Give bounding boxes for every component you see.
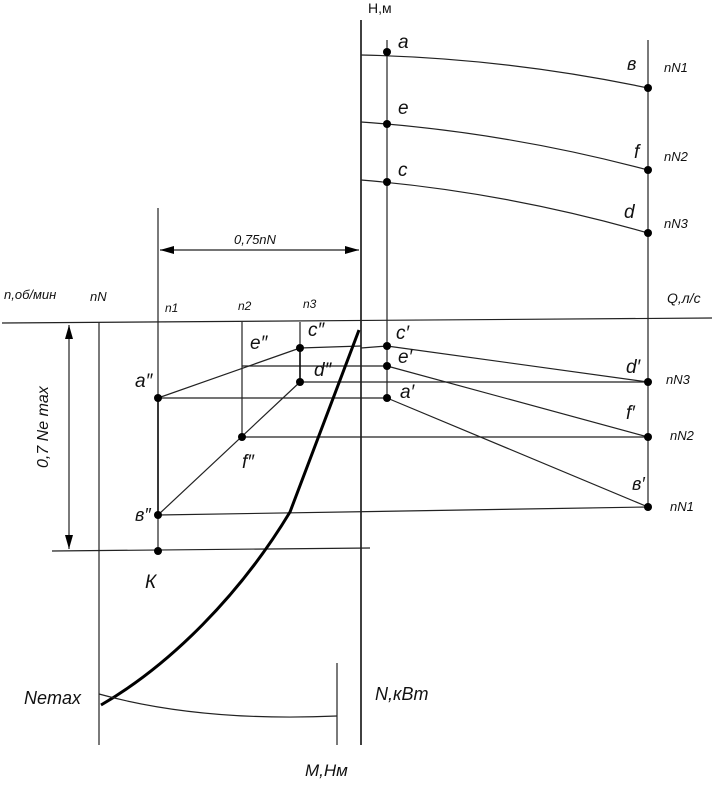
label-nN3-bottom: nN3: [666, 372, 691, 387]
line-c-prime-nN3: [386, 345, 649, 383]
label-point-d: d: [624, 202, 636, 223]
point-d-dbl-dot: [296, 378, 304, 386]
label-nN1-bottom: nN1: [670, 499, 694, 514]
point-a-dbl-dot: [154, 394, 162, 402]
line-e-prime-nN2: [386, 365, 649, 438]
label-nN2-top: nN2: [664, 149, 689, 164]
label-point-a-dbl: a″: [135, 371, 154, 392]
speed-mark-n2: n2: [238, 299, 252, 313]
point-d-dot: [644, 229, 652, 237]
dimension-power-fraction-label: 0,7 Ne max: [35, 385, 52, 468]
point-c-dot: [383, 178, 391, 186]
power-curve: [100, 329, 361, 707]
label-point-K: К: [145, 572, 158, 593]
arrowhead-right: [345, 246, 359, 254]
label-point-b-dbl: в″: [135, 505, 151, 525]
label-point-b-prime: в′: [632, 474, 645, 494]
head-curve-nN3: [360, 179, 649, 234]
line-a-prime-nN1: [386, 397, 649, 508]
arrowhead-up: [65, 325, 73, 339]
label-point-d-prime: d′: [626, 357, 642, 378]
point-b-dbl-dot: [154, 511, 162, 519]
axis-power-label: N,кВт: [375, 684, 429, 704]
label-point-c-prime: c′: [396, 323, 411, 344]
line-b-dbl-d-dbl: [157, 381, 301, 516]
torque-curve: [98, 693, 338, 718]
label-point-c-dbl: c″: [308, 320, 326, 341]
line-a-dbl-c-dbl: [157, 347, 301, 399]
label-point-a: a: [398, 32, 409, 53]
dimension-speed-offset-label: 0,75nN: [234, 232, 277, 247]
axis-speed-horizontal: [1, 317, 713, 324]
point-c-prime-dot: [383, 342, 391, 350]
label-point-e-dbl: e″: [250, 333, 269, 354]
line-c-prime-stub: [360, 345, 388, 349]
point-f-dbl-dot: [238, 433, 246, 441]
arrowhead-left: [160, 246, 174, 254]
label-nN3-top: nN3: [664, 216, 689, 231]
axis-torque-label: М,Нм: [305, 761, 348, 780]
point-e-prime-dot: [383, 362, 391, 370]
speed-mark-nN: nN: [90, 289, 107, 304]
point-e-dot: [383, 120, 391, 128]
line-K-horizontal: [51, 547, 371, 552]
point-a-dot: [383, 48, 391, 56]
point-a-prime-dot: [383, 394, 391, 402]
point-c-dbl-dot: [296, 344, 304, 352]
label-point-f-prime: f′: [626, 403, 636, 424]
point-d-prime-dot: [644, 378, 652, 386]
label-point-d-dbl: d″: [314, 360, 333, 381]
label-point-a-prime: a′: [400, 382, 416, 403]
label-point-c: c: [398, 160, 408, 181]
point-f-dot: [644, 166, 652, 174]
label-nN1-top: nN1: [664, 60, 688, 75]
axis-flow-label: Q,л/с: [667, 290, 701, 306]
head-curve-nN1: [360, 54, 649, 89]
point-b-dot: [644, 84, 652, 92]
point-K-dot: [154, 547, 162, 555]
label-point-e-prime: e′: [398, 347, 414, 368]
label-point-b: в: [627, 54, 636, 74]
axis-head-label: Н,м: [368, 0, 392, 16]
axis-speed-label: n,об/мин: [4, 287, 56, 302]
label-point-f: f: [634, 142, 641, 163]
label-point-f-dbl: f″: [242, 452, 255, 473]
label-nN2-bottom: nN2: [670, 428, 695, 443]
speed-mark-n1: n1: [165, 301, 178, 315]
hline-c-dbl: [299, 345, 362, 349]
arrowhead-down: [65, 535, 73, 549]
head-curve-nN2: [360, 121, 649, 171]
label-max-power: Nemax: [24, 688, 82, 708]
hline-b-dbl: [157, 506, 649, 516]
point-f-prime-dot: [644, 433, 652, 441]
speed-mark-n3: n3: [303, 297, 317, 311]
label-point-e: e: [398, 98, 409, 119]
point-b-prime-dot: [644, 503, 652, 511]
